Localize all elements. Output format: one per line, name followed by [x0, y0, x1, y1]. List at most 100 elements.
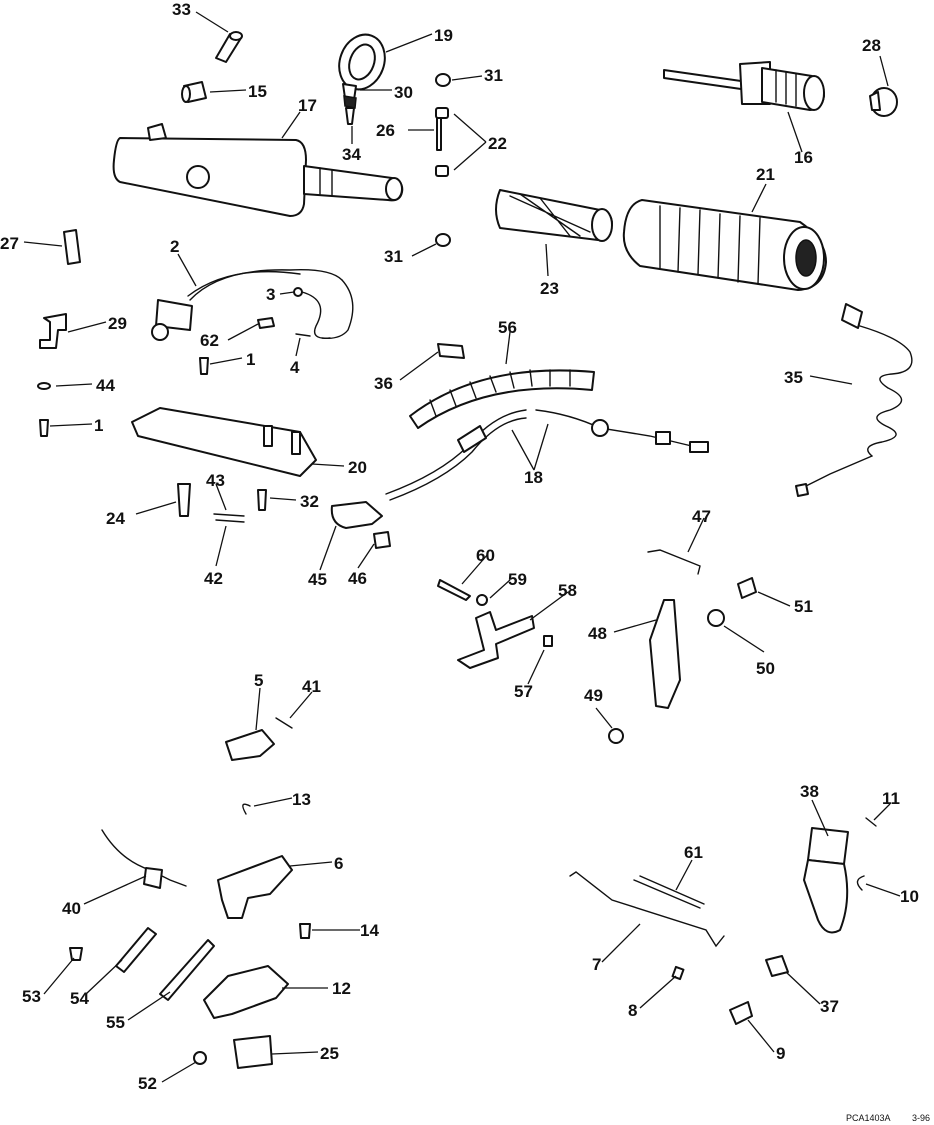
part-62-screw — [257, 317, 275, 329]
part-2-stop-switch — [151, 269, 343, 341]
part-33-pin — [215, 31, 243, 63]
part-31-bushing-top — [435, 73, 451, 87]
part-32-screw — [257, 489, 267, 511]
callout-5: 5 — [254, 671, 263, 690]
part-16-throttle-shaft — [663, 61, 825, 111]
callout-29: 29 — [108, 314, 127, 333]
part-5-cam — [225, 729, 275, 761]
part-18-throttle-cable — [385, 409, 709, 501]
part-57-pin — [543, 635, 553, 647]
callout-8: 8 — [628, 1001, 637, 1020]
callout-3: 3 — [266, 285, 275, 304]
part-7-rod — [569, 871, 725, 948]
callout-12: 12 — [332, 979, 351, 998]
callout-49: 49 — [584, 686, 603, 705]
callout-20: 20 — [348, 458, 367, 477]
reference-code: PCA1403A — [846, 1113, 891, 1123]
part-12-base — [203, 965, 289, 1019]
part-38-shift-handle — [803, 827, 849, 934]
callout-46: 46 — [348, 569, 367, 588]
part-20-panel — [131, 407, 317, 477]
callout-34: 34 — [342, 145, 361, 164]
callout-30: 30 — [394, 83, 413, 102]
callout-31-lower: 31 — [384, 247, 403, 266]
part-54-plate — [115, 927, 157, 973]
callout-4: 4 — [290, 358, 300, 377]
part-59-nut — [476, 594, 488, 606]
part-53-screw — [69, 947, 83, 961]
part-44-washer — [37, 382, 51, 390]
callout-48: 48 — [588, 624, 607, 643]
part-56-sleeve — [409, 369, 595, 429]
callout-27: 27 — [0, 234, 19, 253]
callout-19: 19 — [434, 26, 453, 45]
part-9-pin — [729, 1001, 753, 1025]
part-50-washer — [707, 609, 725, 627]
callout-9: 9 — [776, 1044, 785, 1063]
date-code: 3-96 — [912, 1113, 930, 1123]
callout-35: 35 — [784, 368, 803, 387]
part-36-clip — [437, 343, 465, 359]
part-42-pin — [215, 519, 245, 523]
part-37-bushing — [765, 955, 789, 977]
callout-57: 57 — [514, 682, 533, 701]
callout-33: 33 — [172, 0, 191, 19]
part-1-screw-b — [39, 419, 49, 437]
callout-41: 41 — [302, 677, 321, 696]
callout-17: 17 — [298, 96, 317, 115]
callout-38: 38 — [800, 782, 819, 801]
part-58-bracket — [457, 611, 535, 669]
callout-18: 18 — [524, 468, 543, 487]
callout-54: 54 — [70, 989, 89, 1008]
callout-24: 24 — [106, 509, 125, 528]
part-15-bushing — [181, 81, 207, 103]
callout-62: 62 — [200, 331, 219, 350]
part-4-terminal — [295, 333, 311, 337]
callout-21: 21 — [756, 165, 775, 184]
callout-31-top: 31 — [484, 66, 503, 85]
part-31-bushing-lower — [435, 233, 451, 247]
part-61-spring — [633, 875, 705, 909]
callout-labels: 33 19 28 15 30 31 17 26 22 16 34 21 27 2… — [0, 0, 919, 1093]
callout-13: 13 — [292, 790, 311, 809]
callout-37: 37 — [820, 997, 839, 1016]
callout-16: 16 — [794, 148, 813, 167]
callout-45: 45 — [308, 570, 327, 589]
callout-2: 2 — [170, 237, 179, 256]
part-23-inner-grip — [495, 189, 613, 242]
callout-28: 28 — [862, 36, 881, 55]
callout-59: 59 — [508, 570, 527, 589]
callout-32: 32 — [300, 492, 319, 511]
part-46-bolt — [373, 531, 391, 549]
part-45-bracket — [330, 501, 383, 529]
callout-6: 6 — [334, 854, 343, 873]
part-48-throttle-lever — [649, 599, 681, 709]
part-19-clamp-ring — [338, 33, 386, 125]
callout-43: 43 — [206, 471, 225, 490]
callout-15: 15 — [248, 82, 267, 101]
callout-7: 7 — [592, 955, 601, 974]
part-27-plate — [63, 229, 81, 265]
part-3-wire — [293, 279, 354, 340]
callout-11: 11 — [882, 789, 900, 808]
callout-61: 61 — [684, 843, 703, 862]
callout-14: 14 — [360, 921, 379, 940]
callout-22: 22 — [488, 134, 507, 153]
part-43-pin — [213, 513, 245, 517]
part-26-pin — [436, 117, 442, 151]
callout-42: 42 — [204, 569, 223, 588]
part-24-fitting — [177, 483, 191, 517]
callout-56: 56 — [498, 318, 517, 337]
part-47-link — [647, 549, 701, 575]
callout-1-upper: 1 — [246, 350, 255, 369]
part-35-lanyard — [795, 303, 913, 497]
callout-36: 36 — [374, 374, 393, 393]
part-41-pin — [275, 717, 293, 729]
callout-23: 23 — [540, 279, 559, 298]
part-6-lever — [217, 855, 293, 919]
part-22-nuts — [435, 107, 449, 177]
part-11-pin — [865, 817, 877, 827]
callout-55: 55 — [106, 1013, 125, 1032]
callout-10: 10 — [900, 887, 919, 906]
part-40-cable — [101, 829, 187, 889]
